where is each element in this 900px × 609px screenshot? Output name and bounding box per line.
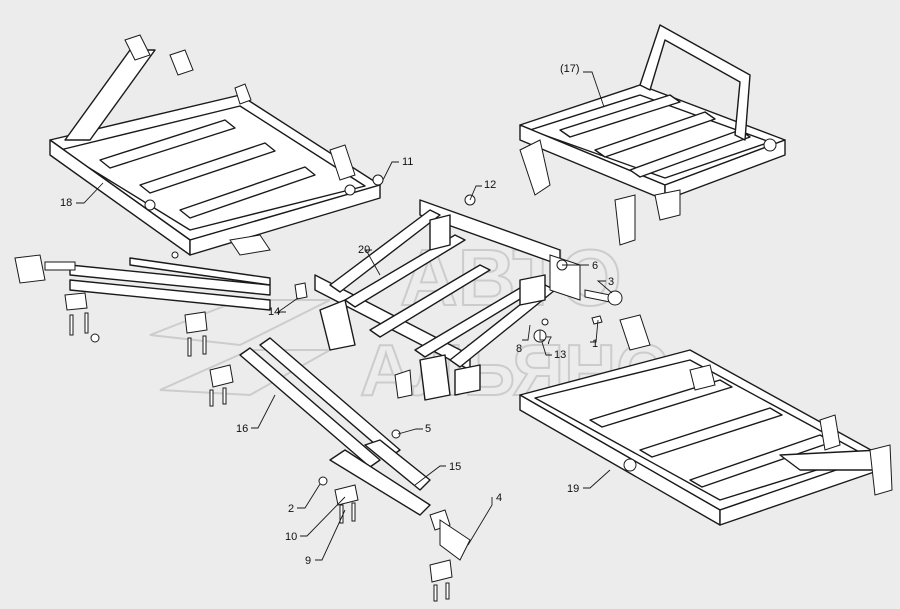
fastener-hardware [294, 174, 623, 343]
callout-1: 1 [592, 338, 598, 350]
callout-3: 3 [608, 276, 614, 288]
callout-11: 11 [402, 156, 413, 168]
callout-15: 15 [449, 461, 461, 473]
callout-12: 12 [484, 179, 496, 191]
upper-link-assembly [14, 251, 271, 357]
callout-13: 13 [554, 349, 566, 361]
frame-part-17 [519, 24, 786, 246]
callout-7: 7 [546, 335, 552, 347]
callout-20: 20 [358, 244, 370, 256]
frame-part-19 [519, 314, 893, 526]
callout-14: 14 [268, 306, 280, 318]
hitch-frame-part-20 [314, 199, 581, 401]
callout-17: (17) [560, 63, 580, 75]
callout-10: 10 [285, 531, 297, 543]
callout-8: 8 [516, 343, 522, 355]
callout-16: 16 [236, 423, 248, 435]
callout-6: 6 [592, 260, 598, 272]
callout-19: 19 [567, 483, 579, 495]
lower-link-assembly [209, 337, 471, 602]
leader-lines [76, 71, 613, 561]
callout-18: 18 [60, 197, 72, 209]
callout-5: 5 [425, 423, 431, 435]
frame-part-18 [49, 34, 381, 256]
callout-4: 4 [496, 492, 502, 504]
callout-2: 2 [288, 503, 294, 515]
callout-9: 9 [305, 555, 311, 567]
callout-labels: (17) 18 11 12 20 6 3 14 7 8 13 1 16 5 15… [60, 63, 614, 567]
